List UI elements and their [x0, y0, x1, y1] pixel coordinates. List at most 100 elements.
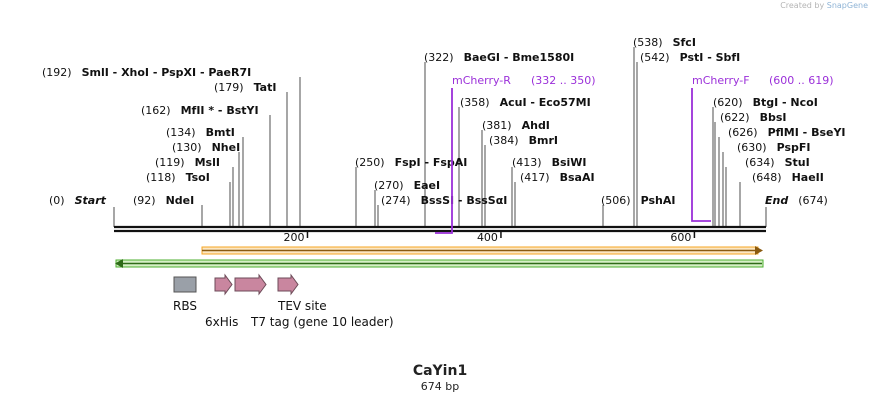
feature-label-rbs: RBS — [173, 299, 197, 313]
site-name: FspI - FspAI — [395, 156, 468, 169]
site-text: (413) BsiWI — [512, 156, 587, 169]
features: RBS 6xHis T7 tag (gene 10 leader) TEV site — [173, 273, 394, 329]
site-name: TatI — [254, 81, 277, 94]
rbs-box — [173, 276, 197, 293]
site-text: (179) TatI — [214, 81, 276, 94]
feature-label-t7-tag: T7 tag (gene 10 leader) — [250, 315, 394, 329]
site-name: BssSI - BssSαI — [421, 194, 508, 207]
site-position: (358) — [460, 96, 490, 109]
site-text: (620)BtgI - NcoI — [713, 96, 818, 109]
site-label: (250) FspI - FspAI — [355, 156, 467, 169]
site-position: (674) — [798, 194, 828, 207]
site-position: (384) — [489, 134, 519, 147]
site-position: (413) — [512, 156, 542, 169]
site-text: (134) BmtI — [166, 126, 235, 139]
site-name: PstI - SbfI — [680, 51, 741, 64]
site-name: End — [765, 194, 788, 207]
site-position: (192) — [42, 66, 72, 79]
site-name: MslI — [195, 156, 220, 169]
site-label: (358)AcuI - Eco57MI — [460, 96, 591, 109]
site-label: (0)Start — [49, 194, 107, 207]
site-label: (542)PstI - SbfI — [640, 51, 740, 64]
orf-bars — [115, 246, 764, 268]
site-label: (506)PshAI — [601, 194, 675, 207]
site-labels: (0)Start (92) NdeI (118) TsoI (119)MslI (130)N… — [42, 36, 846, 207]
site-label: (626) PflMI - BseYI — [728, 126, 846, 139]
site-position: (622) — [720, 111, 750, 124]
site-position: (162) — [141, 104, 171, 117]
site-label: (118) TsoI — [146, 171, 210, 184]
site-label: (130)NheI — [172, 141, 240, 154]
site-position: (118) — [146, 171, 176, 184]
feature-label-6xhis: 6xHis — [205, 315, 238, 329]
site-name: BmtI — [206, 126, 235, 139]
feature-label-tev-site: TEV site — [277, 299, 327, 313]
watermark-brand: SnapGene — [826, 1, 868, 10]
site-text: (0)Start — [49, 194, 107, 207]
site-label: (270)EaeI — [374, 179, 440, 192]
site-label: (630) PspFI — [737, 141, 811, 154]
site-name: StuI — [785, 156, 810, 169]
site-name: SfcI — [673, 36, 696, 49]
site-text: (648) HaeII — [752, 171, 824, 184]
site-name: PflMI - BseYI — [768, 126, 846, 139]
site-name: BbsI — [760, 111, 787, 124]
site-text: (274) BssSI - BssSαI — [381, 194, 507, 207]
site-name: TsoI — [186, 171, 210, 184]
site-position: (381) — [482, 119, 512, 132]
tev-site-arrow — [277, 273, 299, 296]
site-position: (648) — [752, 171, 782, 184]
site-position: (130) — [172, 141, 202, 154]
site-label: (538)SfcI — [633, 36, 696, 49]
site-name: HaeII — [792, 171, 824, 184]
site-label: (162) MfII * - BstYI — [141, 104, 259, 117]
orf-forward-arrowhead — [755, 246, 763, 255]
site-label: (384) BmrI — [489, 134, 558, 147]
site-text: (118) TsoI — [146, 171, 210, 184]
orf-reverse-arrowhead — [115, 259, 123, 268]
site-position: (250) — [355, 156, 385, 169]
site-text: (92) NdeI — [133, 194, 194, 207]
site-text: (162) MfII * - BstYI — [141, 104, 259, 117]
ruler-label: 600 — [670, 231, 691, 244]
site-position: (626) — [728, 126, 758, 139]
site-label: (179) TatI — [214, 81, 276, 94]
site-position: (179) — [214, 81, 244, 94]
site-name: BsaAI — [560, 171, 595, 184]
site-text: (192)SmlI - XhoI - PspXI - PaeR7I — [42, 66, 251, 79]
site-label: (413) BsiWI — [512, 156, 587, 169]
site-label: End (674) — [765, 194, 828, 207]
site-position: (270) — [374, 179, 404, 192]
primer-range: (332 .. 350) — [531, 74, 596, 87]
sequence-length: 674 bp — [420, 380, 460, 393]
site-name: NdeI — [166, 194, 195, 207]
site-name: BtgI - NcoI — [753, 96, 818, 109]
site-label: (192)SmlI - XhoI - PspXI - PaeR7I — [42, 66, 251, 79]
site-position: (134) — [166, 126, 196, 139]
t7-tag-arrow — [234, 273, 267, 296]
site-label: (417)BsaAI — [520, 171, 595, 184]
site-label: (620)BtgI - NcoI — [713, 96, 818, 109]
site-text: (542)PstI - SbfI — [640, 51, 740, 64]
site-name: BsiWI — [552, 156, 587, 169]
site-position: (634) — [745, 156, 775, 169]
site-position: (274) — [381, 194, 411, 207]
site-name: MfII * - BstYI — [181, 104, 259, 117]
site-text: (384) BmrI — [489, 134, 558, 147]
site-text: (119)MslI — [155, 156, 220, 169]
site-position: (92) — [133, 194, 156, 207]
site-position: (630) — [737, 141, 767, 154]
site-name: PspFI — [777, 141, 811, 154]
site-name: BmrI — [529, 134, 558, 147]
6xhis-arrow — [214, 273, 233, 296]
site-text: (381) AhdI — [482, 119, 550, 132]
site-label: (274) BssSI - BssSαI — [381, 194, 507, 207]
primer-name: mCherry-R — [452, 74, 511, 87]
site-text: (417)BsaAI — [520, 171, 595, 184]
site-name: AhdI — [522, 119, 550, 132]
watermark-prefix: Created by — [780, 1, 825, 10]
site-text: (250) FspI - FspAI — [355, 156, 467, 169]
primer-arrow — [691, 88, 711, 222]
site-text: (634) StuI — [745, 156, 810, 169]
